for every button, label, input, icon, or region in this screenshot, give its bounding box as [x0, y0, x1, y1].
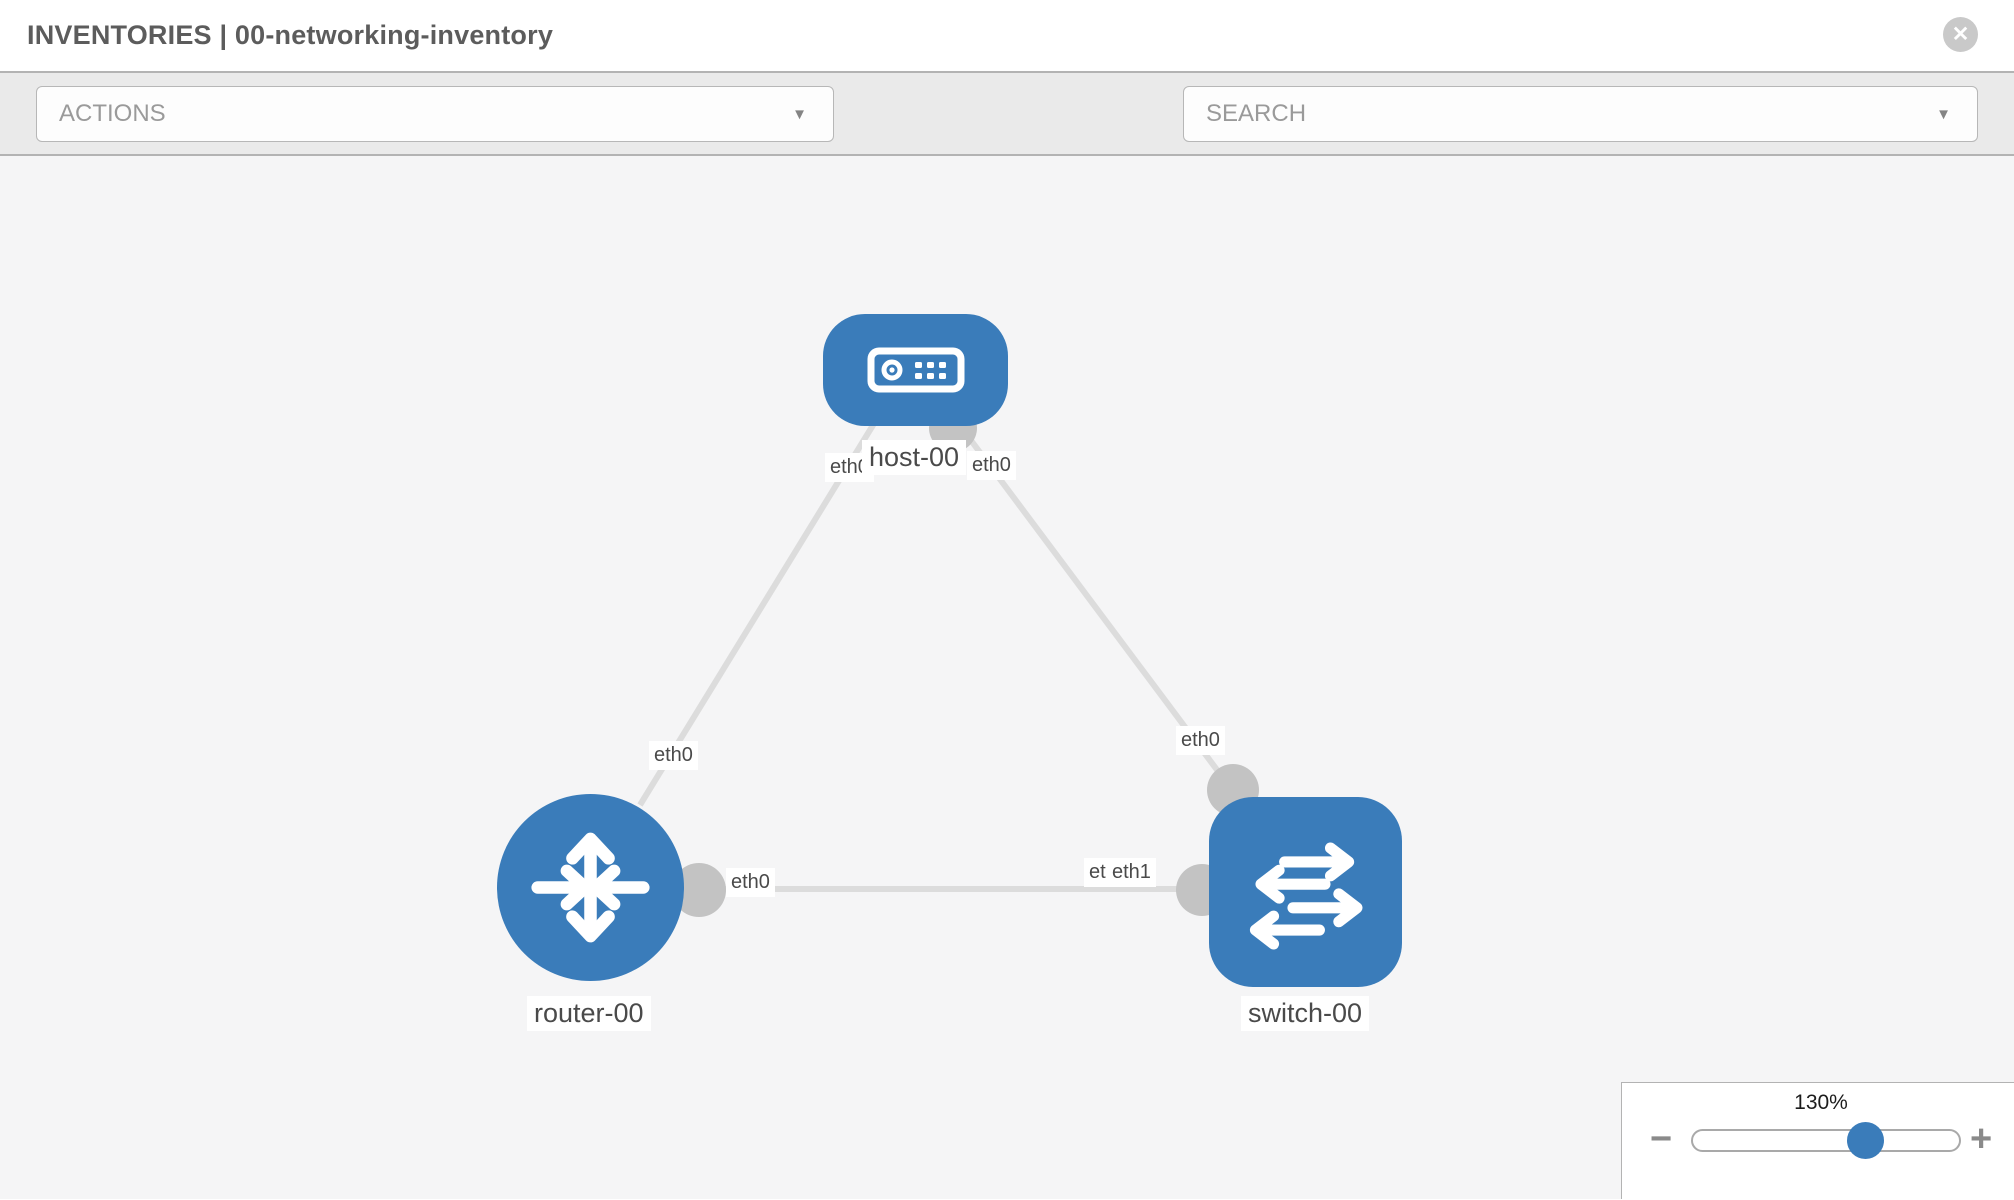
- chevron-down-icon: ▼: [792, 105, 807, 123]
- actions-dropdown[interactable]: ACTIONS ▼: [36, 86, 834, 142]
- close-icon[interactable]: ✕: [1943, 17, 1978, 52]
- chevron-down-icon: ▼: [1936, 105, 1951, 123]
- page-title: INVENTORIES | 00-networking-inventory: [27, 20, 554, 50]
- zoom-slider-track[interactable]: [1691, 1129, 1961, 1152]
- interface-label: eth1: [1107, 858, 1156, 887]
- port-router-eth0[interactable]: [672, 863, 726, 917]
- host-icon: [867, 347, 965, 393]
- interface-label: eth0: [1176, 726, 1225, 755]
- interface-label: eth0: [649, 741, 698, 770]
- zoom-level-value: 130%: [1794, 1091, 1848, 1114]
- zoom-out-button[interactable]: −: [1650, 1118, 1673, 1160]
- router-icon: [531, 832, 650, 943]
- zoom-control-panel: 130% − +: [1621, 1082, 2014, 1199]
- node-label-switch: switch-00: [1241, 996, 1370, 1031]
- topology-canvas[interactable]: host-00 router-00 switch-00 eth0 eth0 et…: [0, 156, 2014, 1199]
- breadcrumb-header: INVENTORIES | 00-networking-inventory ✕: [0, 0, 2014, 73]
- zoom-in-button[interactable]: +: [1970, 1118, 1993, 1160]
- node-label-host: host-00: [862, 440, 967, 475]
- node-host-00[interactable]: [823, 314, 1008, 426]
- node-switch-00[interactable]: [1209, 797, 1402, 987]
- toolbar: ACTIONS ▼ SEARCH ▼: [0, 73, 2014, 206]
- actions-dropdown-label: ACTIONS: [59, 100, 166, 127]
- switch-icon: [1249, 842, 1363, 950]
- search-dropdown[interactable]: SEARCH ▼: [1183, 86, 1978, 142]
- node-label-router: router-00: [527, 996, 651, 1031]
- node-router-00[interactable]: [497, 794, 684, 981]
- zoom-slider-knob[interactable]: [1847, 1122, 1884, 1159]
- interface-label: eth0: [967, 451, 1016, 480]
- links-layer: [637, 404, 1259, 917]
- search-dropdown-label: SEARCH: [1206, 100, 1307, 127]
- interface-label: eth0: [726, 868, 775, 897]
